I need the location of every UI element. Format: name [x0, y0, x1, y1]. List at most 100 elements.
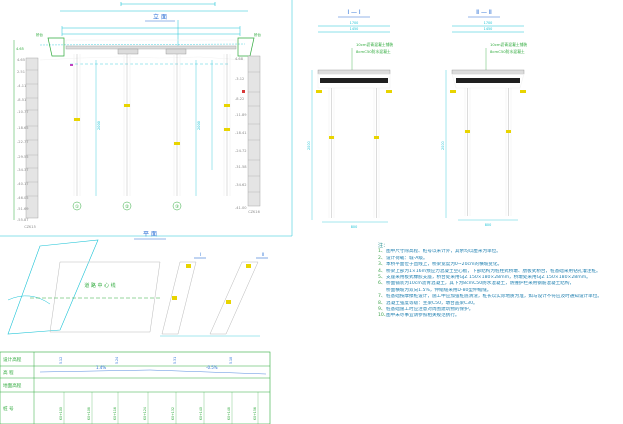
note-text: 桩基础按摩擦桩设计，施工中应加强桩底清渣，桩长以实际地质为准，如与设计不符应及时… — [386, 294, 602, 300]
note-item: 7、桩基础按摩擦桩设计，施工中应加强桩底清渣，桩长以实际地质为准，如与设计不符应… — [378, 294, 618, 300]
table-row-label-3: 桩 号 — [3, 405, 14, 412]
note-text: 桥梁上部为1×16m预应力混凝土空心板，下部结构为桩柱式桥墩、肋板式桥台，桩基础… — [386, 268, 601, 274]
left-stratum-3: -8.51 — [17, 98, 26, 102]
svg-text:K0+140: K0+140 — [199, 407, 203, 420]
note-item: 桥面横坡为双向1.5%，伸缩缝采用D-80型伸缩缝。 — [378, 288, 618, 294]
note-number: 1、 — [378, 249, 386, 255]
svg-text:4.65: 4.65 — [16, 47, 24, 51]
right-stratum-0: 4.68 — [235, 57, 244, 61]
table-row-label-2: 地面高程 — [3, 382, 22, 389]
grade-right: -0.5% — [206, 365, 218, 370]
right-stratum-8: -41.00 — [235, 206, 247, 210]
plan-title: 平 面 — [143, 231, 157, 238]
notes-block: 注： 1、图中尺寸除高程、桩号以米计外，其余均以厘米为单位。2、设计荷载：城-A… — [378, 243, 618, 320]
note-item: 4、桥梁上部为1×16m预应力混凝土空心板，下部结构为桩柱式桥墩、肋板式桥台，桩… — [378, 269, 618, 275]
elevation-view: 立 面 桥台 桥台 — [0, 0, 293, 237]
left-stratum-7: -29.55 — [17, 155, 29, 159]
note-text: 本桥平面位于直线上，桥梁宽度为0~20cm的横坡变化。 — [386, 262, 503, 268]
note-item: 5、支座采用板式橡胶支座，桥台处采用GJZ 150×180×28mm，桥墩处采用… — [378, 275, 618, 281]
note-number: 8、 — [378, 300, 386, 306]
pier-label-2: ② — [125, 204, 129, 210]
right-stratum-3: -11.89 — [235, 113, 247, 117]
table-row-label-1: 高 程 — [3, 369, 14, 376]
note-item: 1、图中尺寸除高程、桩号以米计外，其余均以厘米为单位。 — [378, 249, 618, 255]
svg-text:5.18: 5.18 — [229, 357, 233, 364]
left-stratum-9: -40.17 — [17, 182, 29, 186]
svg-text:K0+108: K0+108 — [87, 407, 91, 420]
table-row-label-0: 设计高程 — [3, 356, 22, 363]
note-item: 9、桩基础施工时应注意对周围建筑物的保护。 — [378, 307, 618, 313]
right-stratum-4: -18.41 — [235, 131, 247, 135]
svg-text:1700: 1700 — [484, 21, 493, 25]
left-stratum-8: -34.37 — [17, 168, 29, 172]
right-stratum-2: -8.22 — [235, 97, 244, 101]
right-stratum-5: -24.72 — [235, 149, 247, 153]
plan-view: 平 面 道 路 中 心 线 Ⅰ Ⅱ — [7, 231, 268, 337]
note-text: 桥面横坡为双向1.5%，伸缩缝采用D-80型伸缩缝。 — [386, 287, 492, 293]
section-1-note-1: 10cm沥青混凝土铺装 — [356, 42, 393, 47]
svg-text:2000: 2000 — [307, 141, 311, 150]
svg-text:2000: 2000 — [197, 121, 201, 130]
svg-text:2000: 2000 — [441, 141, 445, 150]
borehole-left-label: CZK15 — [24, 225, 36, 229]
left-stratum-6: -22.77 — [17, 140, 29, 144]
note-number: 9、 — [378, 307, 386, 313]
svg-text:K0+148: K0+148 — [227, 407, 231, 420]
note-text: 混凝土强度等级：主梁C50，墩台盖梁C30。 — [386, 300, 478, 306]
svg-text:5.24: 5.24 — [115, 357, 119, 364]
right-stratum-1: -3.12 — [235, 77, 244, 81]
svg-text:1700: 1700 — [350, 21, 359, 25]
right-stratum-6: -31.58 — [235, 165, 247, 169]
svg-text:桥台: 桥台 — [36, 32, 43, 37]
left-stratum-1: 2.51 — [17, 70, 25, 74]
note-text: 设计荷载：城-A级。 — [386, 255, 428, 261]
note-item: 8、混凝土强度等级：主梁C50，墩台盖梁C30。 — [378, 301, 618, 307]
section-2-note-1: 10cm沥青混凝土铺装 — [490, 42, 527, 47]
plan-section-mark-1: Ⅰ — [200, 252, 201, 257]
note-number: 10、 — [378, 313, 389, 319]
left-stratum-0: 4.65 — [17, 58, 25, 62]
note-number: 2、 — [378, 255, 386, 261]
section-2-title: Ⅱ — Ⅱ — [476, 9, 492, 16]
left-stratum-12: -55.87 — [17, 218, 29, 222]
left-stratum-2: -4.11 — [17, 84, 26, 88]
left-stratum-11: -51.69 — [17, 207, 29, 211]
svg-text:5.12: 5.12 — [59, 357, 63, 364]
notes-list: 1、图中尺寸除高程、桩号以米计外，其余均以厘米为单位。2、设计荷载：城-A级。3… — [378, 249, 618, 319]
svg-text:1450: 1450 — [484, 27, 493, 31]
svg-text:K0+156: K0+156 — [253, 407, 257, 420]
note-item: 10、图中未尽事宜请参照相关规范执行。 — [378, 313, 618, 319]
note-number: 3、 — [378, 262, 386, 268]
svg-text:K0+132: K0+132 — [171, 407, 175, 420]
grade-left: 1.4% — [96, 365, 106, 370]
plan-road-centerline: 道 路 中 心 线 — [84, 282, 115, 289]
note-text: 桩基础施工时应注意对周围建筑物的保护。 — [386, 307, 474, 313]
svg-text:桥台: 桥台 — [254, 32, 262, 37]
svg-text:800: 800 — [485, 223, 491, 227]
elevation-title: 立 面 — [153, 13, 167, 21]
svg-text:K0+100: K0+100 — [59, 407, 63, 420]
left-stratum-10: -46.05 — [17, 196, 29, 200]
section-2-view: Ⅱ — Ⅱ 1700 1450 10cm沥青混凝土铺装 8cmC50防水混凝土 … — [441, 9, 527, 227]
plan-section-mark-2: Ⅱ — [262, 252, 264, 257]
section-1-note-2: 8cmC50防水混凝土 — [356, 49, 391, 54]
pier-label-1: ① — [75, 204, 79, 210]
right-stratum-7: -34.62 — [235, 183, 247, 187]
note-text: 图中尺寸除高程、桩号以米计外，其余均以厘米为单位。 — [386, 249, 501, 255]
profile-table: 设计高程 高 程 地面高程 桩 号 1.4% -0.5% K0+100 K0+1… — [0, 351, 271, 424]
notes-title: 注： — [378, 243, 389, 249]
section-1-title: Ⅰ — Ⅰ — [347, 9, 361, 16]
svg-text:K0+124: K0+124 — [143, 407, 147, 420]
svg-text:800: 800 — [351, 225, 357, 229]
svg-text:1450: 1450 — [350, 27, 359, 31]
left-stratum-5: -18.65 — [17, 126, 29, 130]
pier-label-3: ③ — [175, 204, 179, 210]
note-number: 7、 — [378, 294, 386, 300]
section-1-view: Ⅰ — Ⅰ 1700 1450 10cm沥青混凝土铺装 8cmC50防水混凝土 … — [307, 9, 393, 229]
section-2-note-2: 8cmC50防水混凝土 — [490, 49, 525, 54]
borehole-right-label: CZK16 — [248, 210, 260, 214]
note-text: 桥面铺装为10cm沥青混凝土，其下为8cmC50防水混凝土，防撞护栏采用钢筋混凝… — [386, 281, 575, 287]
left-stratum-4: -10.77 — [17, 110, 29, 114]
note-text: 支座采用板式橡胶支座，桥台处采用GJZ 150×180×28mm，桥墩处采用GJ… — [386, 275, 591, 281]
